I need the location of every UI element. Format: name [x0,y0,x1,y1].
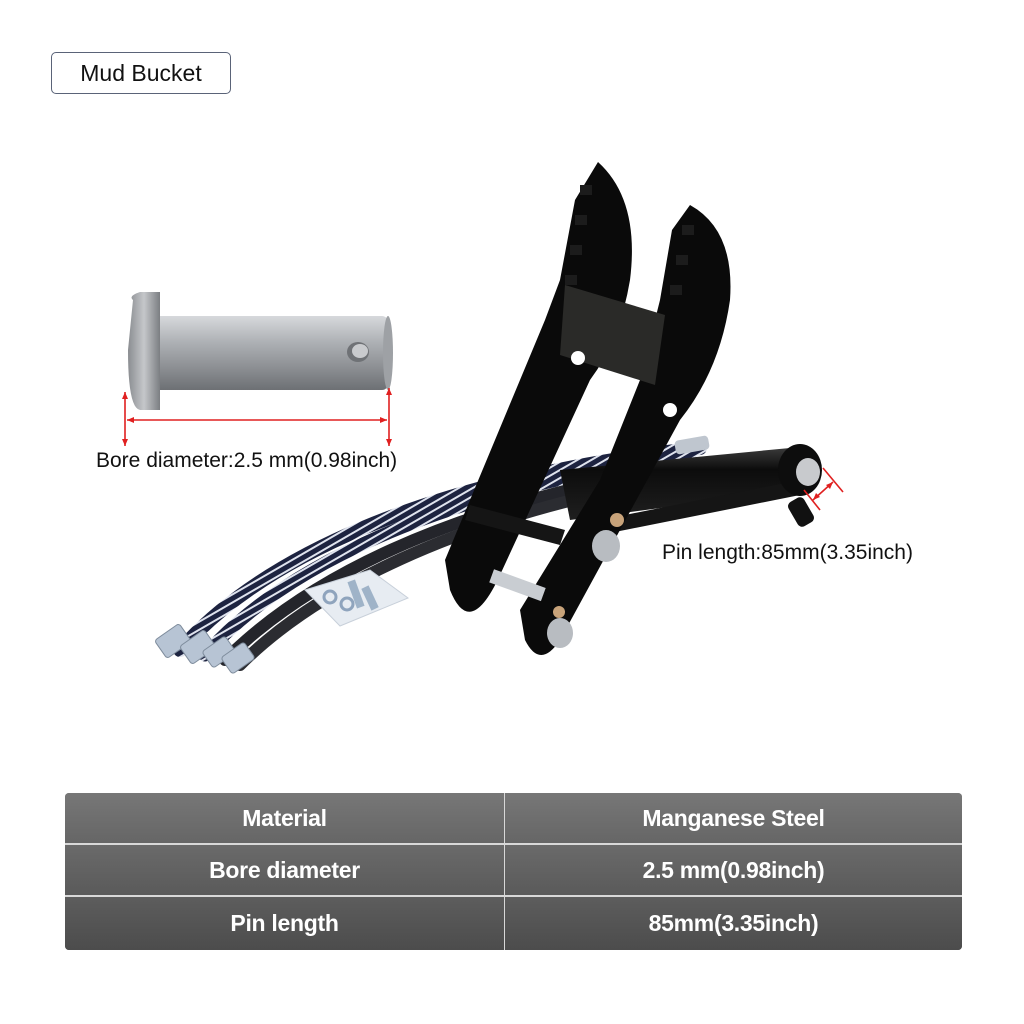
table-row: Material Manganese Steel [65,793,962,845]
pin-length-dimension-arrows [803,467,844,511]
product-title: Mud Bucket [80,59,202,86]
pin-length-annotation: Pin length:85mm(3.35inch) [662,541,913,564]
spec-key: Pin length [65,897,505,950]
spec-key: Material [65,793,505,843]
clevis-pin [128,292,393,410]
product-illustration [122,162,844,674]
product-title-badge: Mud Bucket [51,52,231,94]
table-row: Bore diameter 2.5 mm(0.98inch) [65,845,962,897]
bore-dimension-arrows [122,388,392,446]
thumb-frame [445,162,731,655]
spec-key: Bore diameter [65,845,505,895]
spec-value: 85mm(3.35inch) [648,910,819,936]
table-row: Pin length 85mm(3.35inch) [65,897,962,950]
bore-diameter-annotation: Bore diameter:2.5 mm(0.98inch) [96,449,398,472]
spec-value: 2.5 mm(0.98inch) [642,856,825,883]
hardware-bag [304,569,410,627]
spec-table: Material Manganese Steel Bore diameter 2… [65,793,962,950]
spec-value: Manganese Steel [642,804,825,831]
